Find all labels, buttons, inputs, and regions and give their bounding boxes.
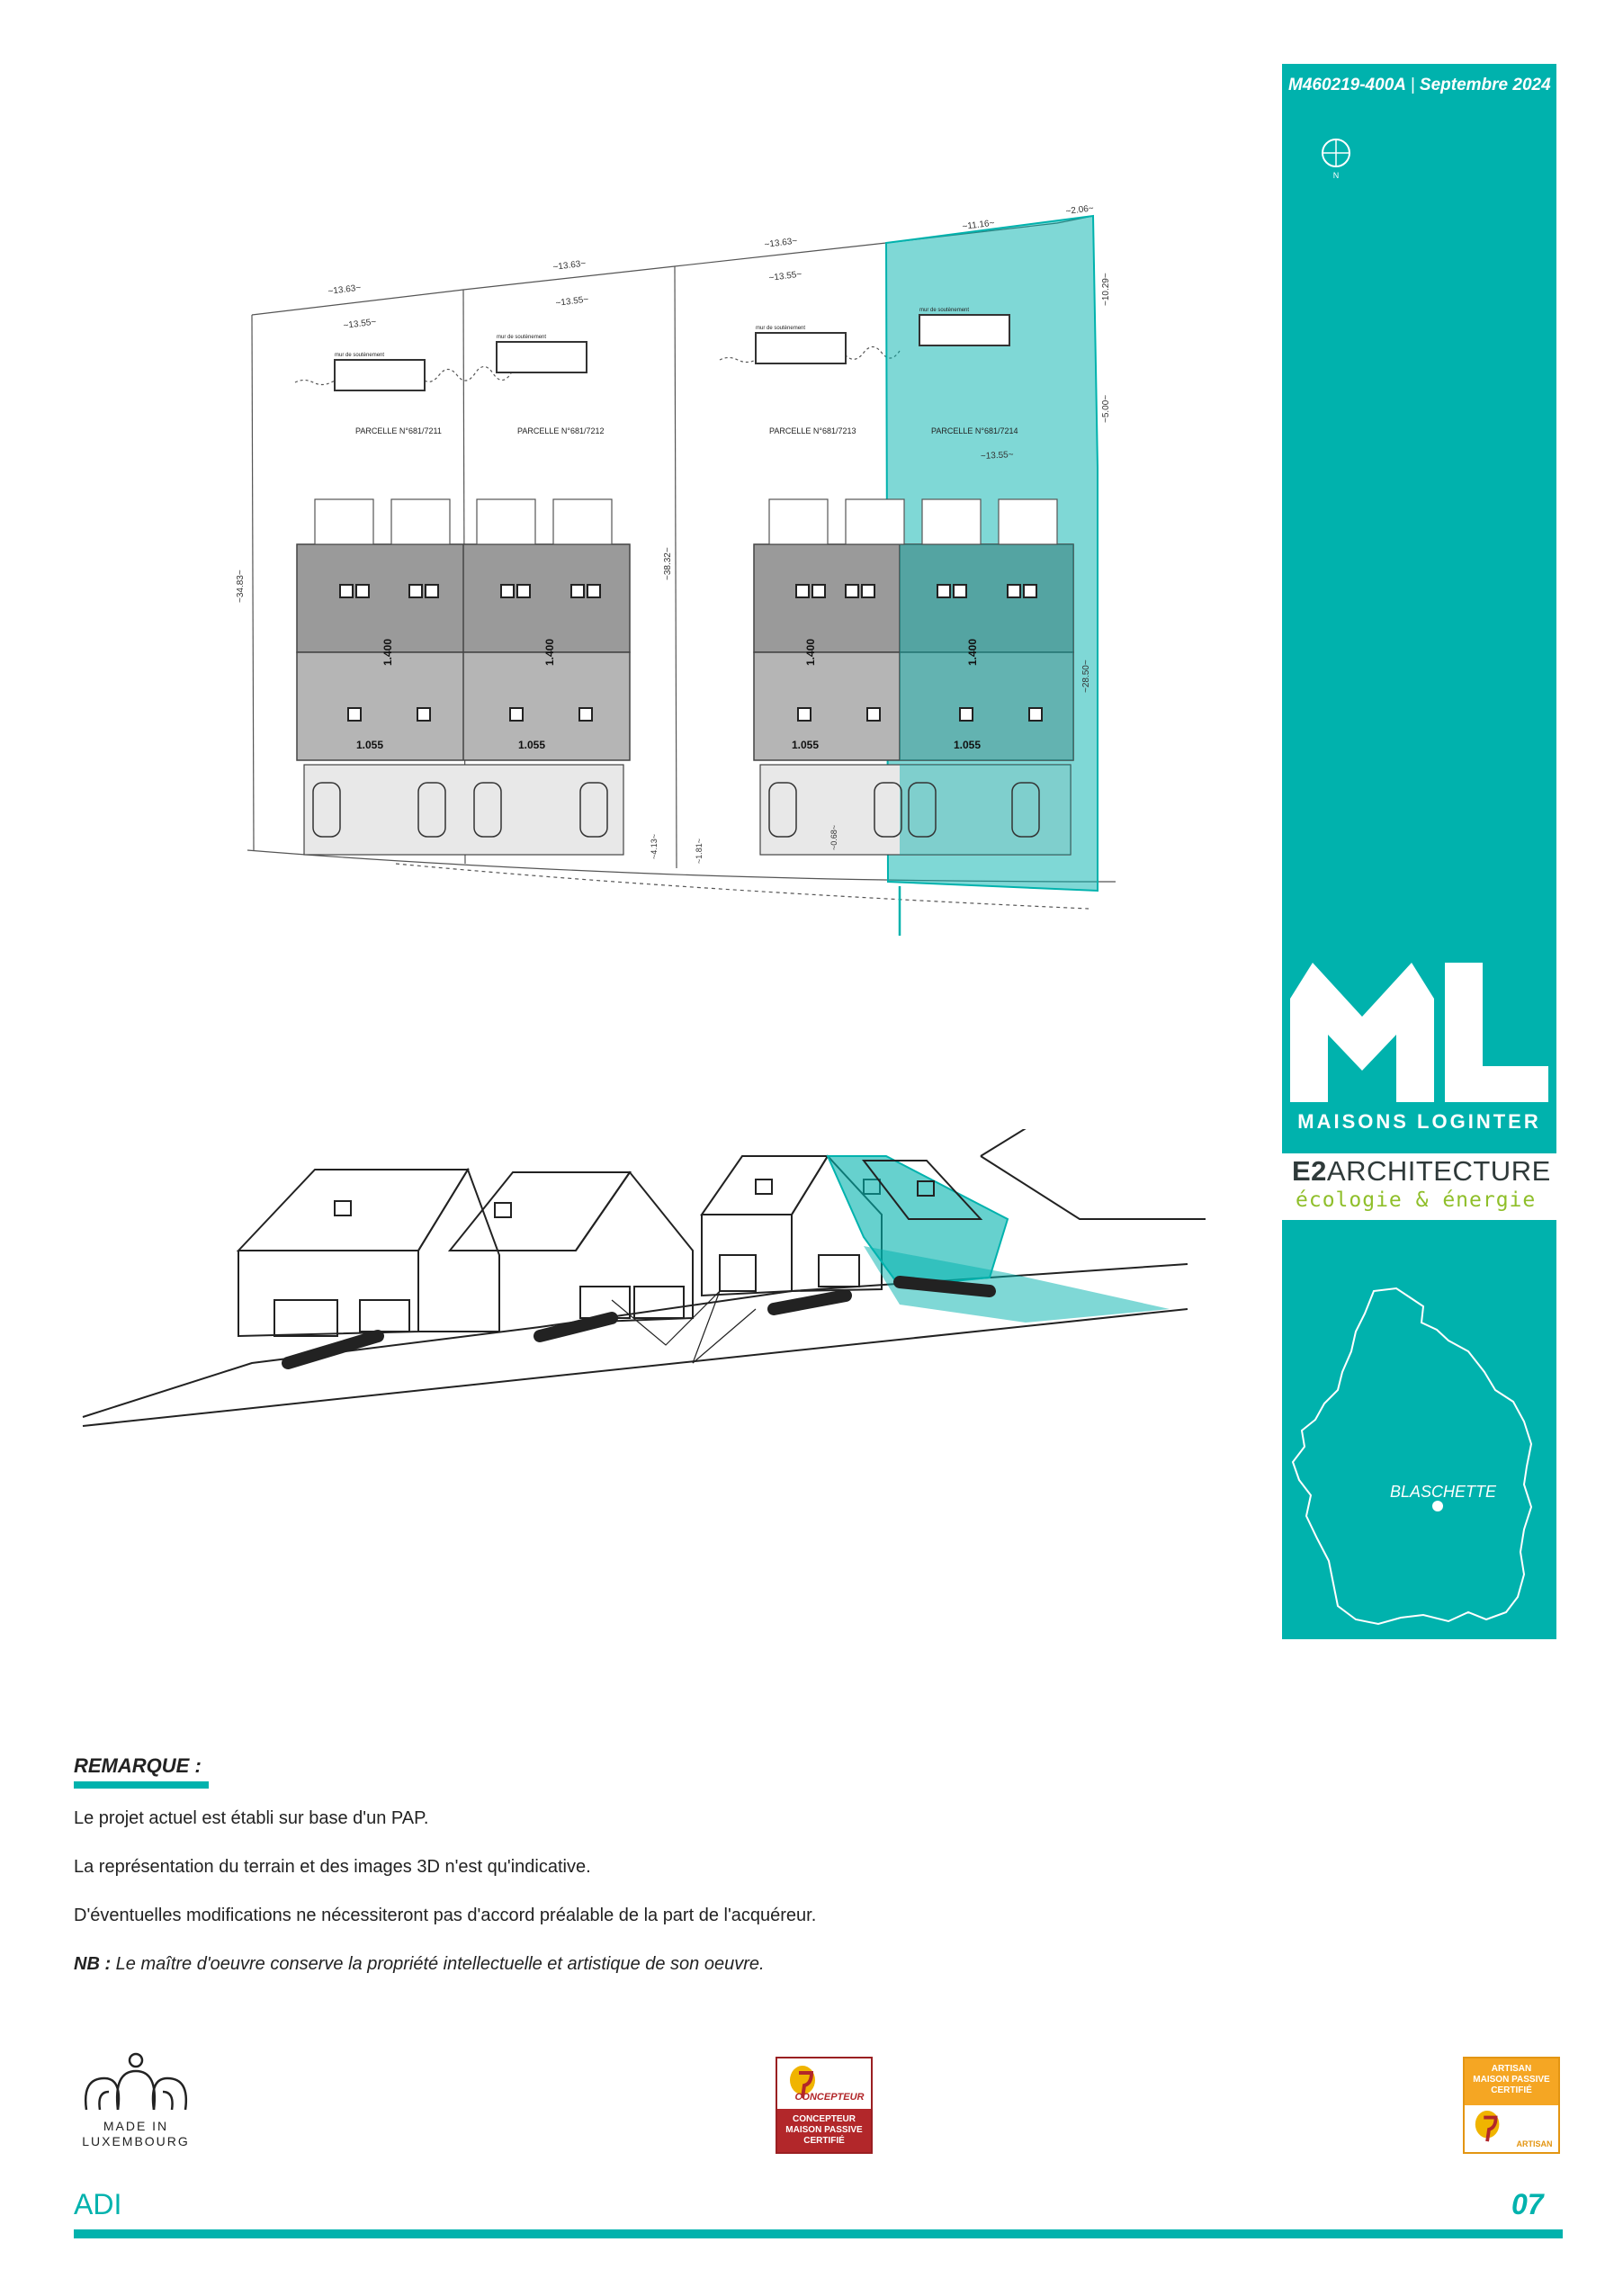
dimension-label: ~4.13~ [650,834,659,859]
remark-title: REMARQUE : [74,1754,202,1777]
wall-label: mur de soutènement [497,335,546,340]
badge-line: MAISON PASSIVE [1473,2075,1550,2085]
parcel-label: PARCELLE N°681/7213 [769,426,856,435]
wall-label: mur de soutènement [756,326,805,331]
compass-label: N [1333,171,1340,180]
badge-line: ARTISAN [1491,2064,1532,2074]
nb-label: NB : [74,1954,112,1974]
badge-line: CERTIFIÉ [803,2136,845,2146]
luxembourg-map [1291,1287,1533,1626]
floor-label: 1.400 [381,639,394,666]
floor-label: 1.055 [954,739,981,751]
e2-subtitle: écologie & énergie [1296,1188,1537,1212]
dimension-label: ~13.55~ [555,295,589,309]
artisan-tag: ARTISAN [1516,2139,1553,2148]
dimension-label: ~2.06~ [1065,203,1094,217]
dimension-label: ~5.00~ [1101,395,1111,423]
dimension-label: ~13.63~ [327,283,362,297]
dimension-label: ~28.50~ [1081,659,1091,693]
wall-label: mur de soutènement [335,353,384,358]
passive-house-icon [1475,2110,1500,2142]
remark-line: D'éventuelles modifications ne nécessite… [74,1906,817,1925]
luxembourg-text: LUXEMBOURG [82,2134,190,2148]
ml-logo-icon [1290,963,1548,1102]
artisan-passive-badge: ARTISAN MAISON PASSIVE CERTIFIÉ ARTISAN [1463,2057,1560,2154]
parcel-label: PARCELLE N°681/7214 [931,426,1018,435]
e2-prefix: E2 [1292,1155,1327,1187]
dimension-label: ~13.55~ [981,450,1014,462]
floor-label: 1.055 [792,739,819,751]
dimension-label: ~0.68~ [829,825,838,850]
reference-date: Septembre 2024 [1419,76,1551,94]
concepteur-tag: CONCEPTEUR [794,2092,865,2103]
passive-house-icon [790,2066,815,2099]
made-in-luxembourg-logo: MADE IN LUXEMBOURG [77,2051,194,2149]
made-in-text: MADE IN [103,2119,169,2133]
dimension-label: ~10.29~ [1101,273,1111,306]
e2-logo-background [1282,1153,1556,1220]
remark-underline [74,1781,209,1789]
e2-architecture-title: E2ARCHITECTURE [1292,1155,1551,1188]
floor-label: 1.055 [356,739,383,751]
parcel-label: PARCELLE N°681/7212 [517,426,605,435]
map-location-label: BLASCHETTE [1390,1483,1497,1501]
parcel-label: PARCELLE N°681/7211 [355,426,442,435]
perspective-sketch [82,1129,1206,1427]
dimension-label: ~13.55~ [343,318,377,331]
concepteur-passive-badge: CONCEPTEUR CONCEPTEUR MAISON PASSIVE CER… [776,2057,873,2154]
footer-label: ADI [74,2188,122,2220]
dimension-label: ~34.83~ [236,570,246,603]
badge-line: CONCEPTEUR [792,2114,856,2124]
footer-bar [74,2229,1563,2238]
brand-name: MAISONS LOGINTER [1297,1110,1541,1133]
dimension-label: ~13.63~ [552,259,587,273]
floor-label: 1.400 [966,639,979,666]
nb-text: Le maître d'oeuvre conserve la propriété… [115,1954,765,1974]
dimension-label: ~13.63~ [764,237,798,250]
wall-label: mur de soutènement [919,308,969,313]
remark-line: Le projet actuel est établi sur base d'u… [74,1808,429,1828]
crown-icon [84,2052,188,2111]
floor-label: 1.400 [543,639,556,666]
badge-line: MAISON PASSIVE [785,2125,863,2135]
compass-icon: N [1322,139,1350,180]
site-plan-drawing: PARCELLE N°681/7211 PARCELLE N°681/7212 … [236,203,1116,936]
reference-number: M460219-400A [1288,76,1406,94]
page-number: 07 [1511,2188,1544,2220]
remark-line: La représentation du terrain et des imag… [74,1857,591,1877]
dimension-label: ~38.32~ [663,547,673,580]
e2-title-text: ARCHITECTURE [1326,1155,1551,1187]
document-reference: M460219-400A|Septembre 2024 [1288,76,1551,95]
dimension-label: ~11.16~ [962,219,995,232]
nb-note: NB : Le maître d'oeuvre conserve la prop… [74,1954,765,1975]
floor-label: 1.055 [518,739,545,751]
dimension-label: ~1.81~ [695,839,704,864]
dimension-label: ~13.55~ [768,270,803,283]
floor-label: 1.400 [804,639,817,666]
reference-separator: | [1410,76,1415,94]
badge-line: CERTIFIÉ [1491,2085,1532,2095]
